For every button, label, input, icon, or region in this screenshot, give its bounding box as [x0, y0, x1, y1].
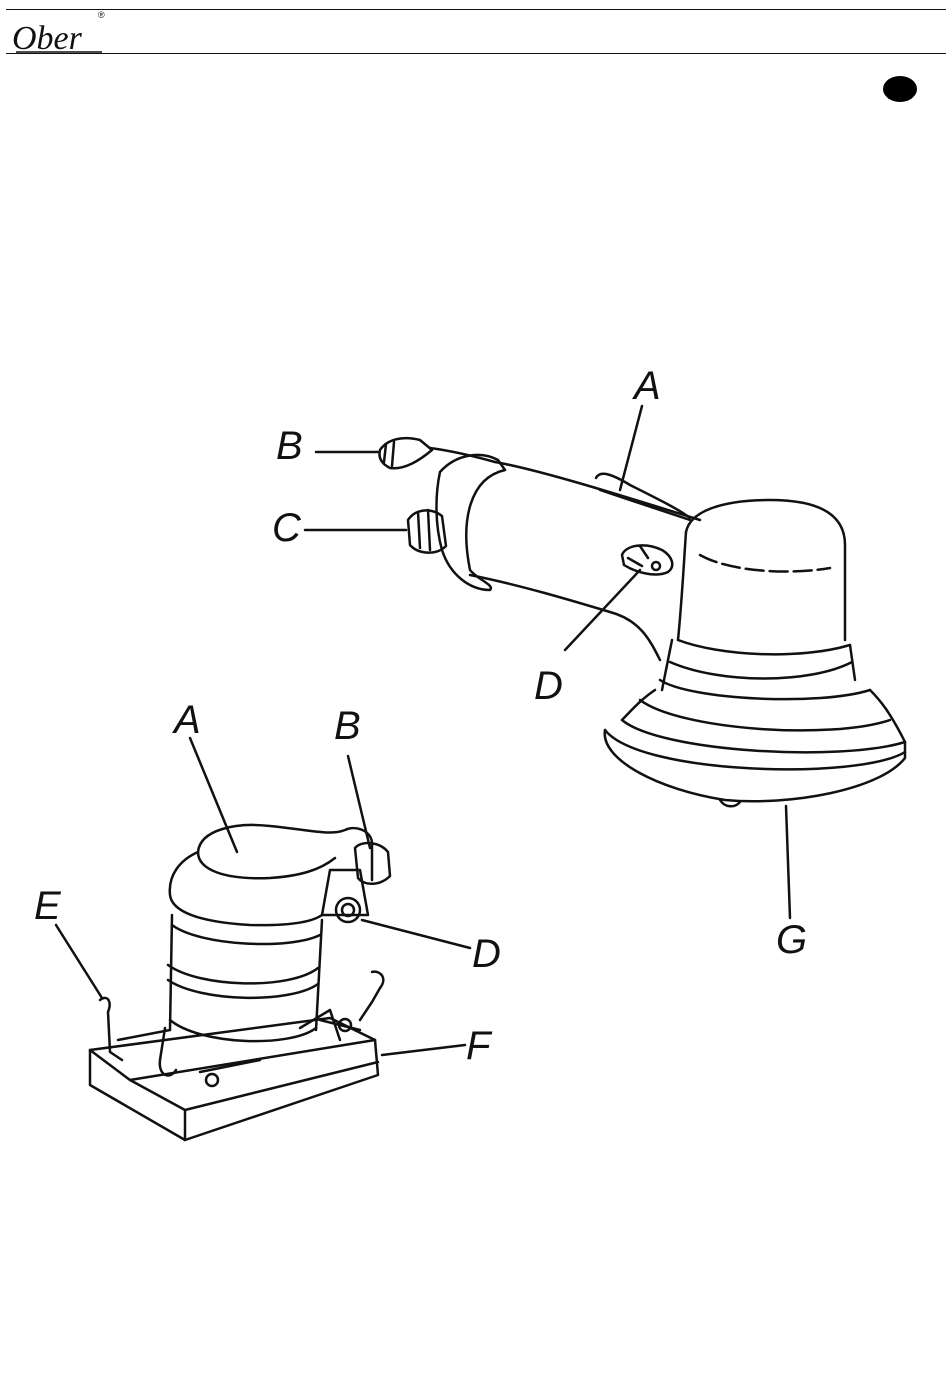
callout-bottom-f: F: [466, 1026, 490, 1066]
callout-top-a: A: [634, 366, 661, 406]
orbital-sander-drawing: [305, 406, 905, 918]
callout-top-b: B: [276, 426, 303, 466]
pad-sander-drawing: [56, 738, 470, 1140]
callout-bottom-b: B: [334, 706, 361, 746]
callout-top-d: D: [534, 666, 563, 706]
callout-bottom-e: E: [34, 886, 61, 926]
callout-bottom-a: A: [174, 700, 201, 740]
callout-top-c: C: [272, 508, 301, 548]
callout-top-g: G: [776, 920, 807, 960]
callout-bottom-d: D: [472, 934, 501, 974]
